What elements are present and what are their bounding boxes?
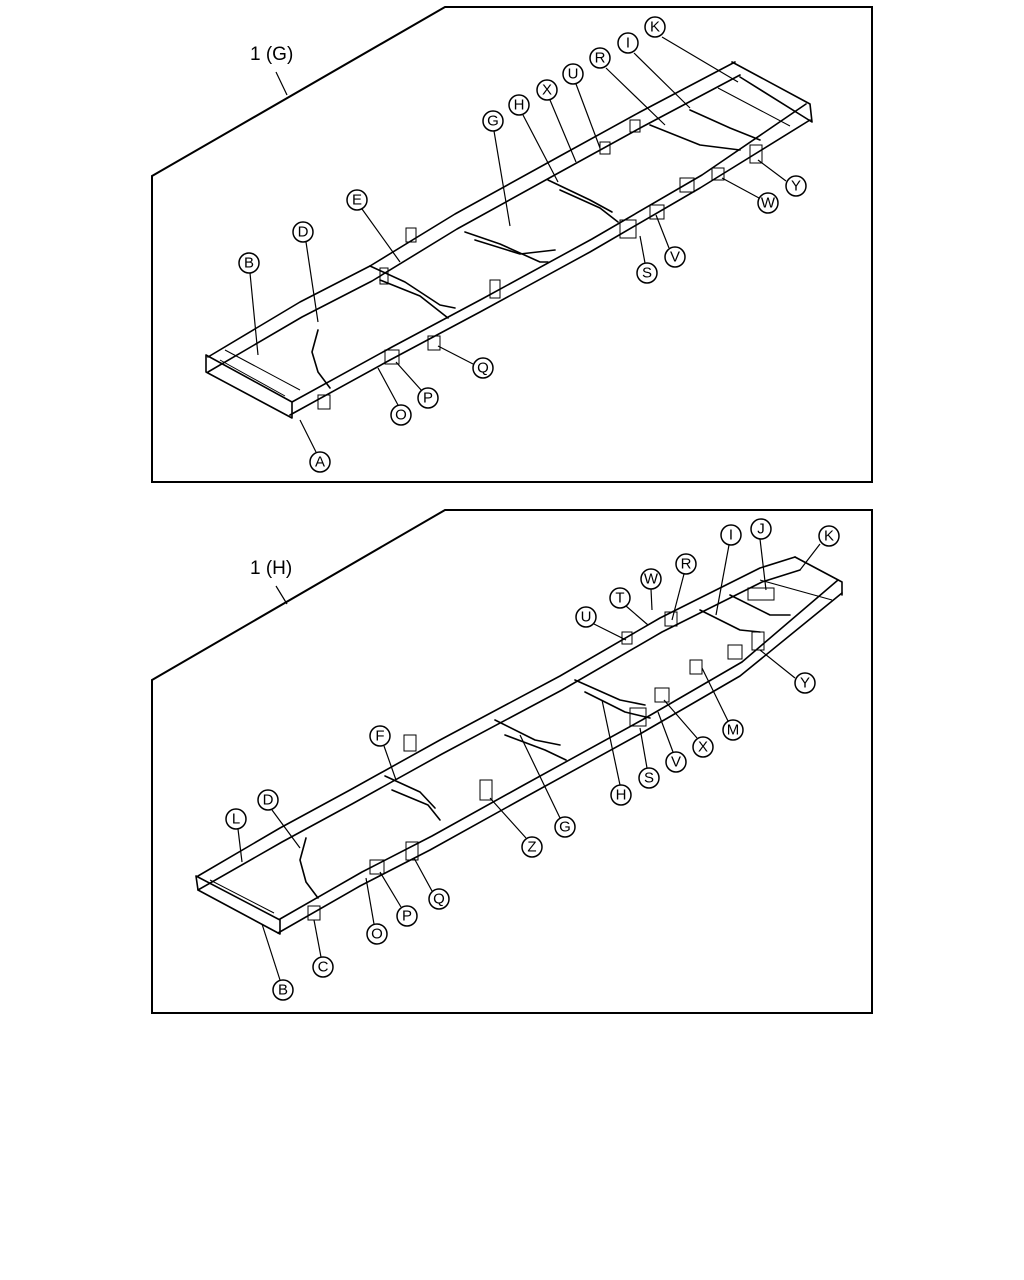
frame-drawing-g xyxy=(205,61,813,419)
callout-l: L xyxy=(225,808,247,863)
svg-text:O: O xyxy=(395,407,407,424)
callout-y: Y xyxy=(759,649,816,694)
svg-text:O: O xyxy=(371,926,383,943)
frame-drawing-h xyxy=(195,556,843,935)
callout-f: F xyxy=(369,725,397,781)
callout-s: S xyxy=(638,727,660,789)
svg-text:B: B xyxy=(244,255,254,272)
panel-h-label: 1 (H) xyxy=(250,558,292,579)
panel-g-frame xyxy=(151,6,873,483)
svg-text:I: I xyxy=(626,35,630,52)
svg-text:Y: Y xyxy=(791,178,801,195)
callout-g: G xyxy=(482,110,511,227)
svg-text:R: R xyxy=(595,50,606,67)
callout-y: Y xyxy=(757,159,807,197)
svg-text:Q: Q xyxy=(477,360,489,377)
callout-k: K xyxy=(799,525,840,571)
svg-text:W: W xyxy=(644,571,659,588)
svg-text:X: X xyxy=(542,82,552,99)
callout-q: Q xyxy=(413,857,450,910)
callout-z: Z xyxy=(489,797,543,858)
callout-i: I xyxy=(617,32,691,109)
callout-o: O xyxy=(377,367,412,426)
svg-text:A: A xyxy=(315,454,325,471)
svg-text:E: E xyxy=(352,192,362,209)
callout-r: R xyxy=(589,47,666,126)
svg-text:H: H xyxy=(616,787,627,804)
svg-text:Q: Q xyxy=(433,891,445,908)
svg-text:L: L xyxy=(232,811,240,828)
callout-v: V xyxy=(655,214,686,268)
svg-text:W: W xyxy=(761,195,776,212)
callout-d: D xyxy=(292,221,319,323)
svg-text:P: P xyxy=(423,390,433,407)
callout-e: E xyxy=(346,189,401,263)
svg-text:Z: Z xyxy=(527,839,536,856)
svg-text:R: R xyxy=(681,556,692,573)
svg-text:J: J xyxy=(757,521,765,538)
svg-text:D: D xyxy=(298,224,309,241)
svg-text:K: K xyxy=(650,19,660,36)
callout-h: H xyxy=(601,699,632,806)
svg-text:V: V xyxy=(670,249,680,266)
callout-i: I xyxy=(715,524,742,616)
callout-r: R xyxy=(671,553,697,621)
panel-g: 1 (G) xyxy=(151,6,873,483)
callout-m: M xyxy=(701,667,744,741)
panel-g-label: 1 (G) xyxy=(250,44,293,65)
callout-d: D xyxy=(257,789,301,849)
svg-text:U: U xyxy=(568,66,579,83)
svg-text:D: D xyxy=(263,792,274,809)
callout-x: X xyxy=(663,699,714,758)
svg-text:S: S xyxy=(642,265,652,282)
svg-text:T: T xyxy=(615,590,624,607)
callout-k: K xyxy=(644,16,739,83)
svg-text:P: P xyxy=(402,908,412,925)
panel-h-frame xyxy=(151,509,873,1014)
svg-text:I: I xyxy=(729,527,733,544)
svg-text:G: G xyxy=(559,819,571,836)
callout-w: W xyxy=(640,568,662,611)
callout-t: T xyxy=(609,587,649,626)
svg-text:V: V xyxy=(671,754,681,771)
callout-a: A xyxy=(299,419,331,473)
callout-b: B xyxy=(261,923,294,1001)
callout-u: U xyxy=(575,606,627,641)
svg-text:S: S xyxy=(644,770,654,787)
callout-u: U xyxy=(562,63,601,149)
callout-s: S xyxy=(636,235,658,284)
svg-text:Y: Y xyxy=(800,675,810,692)
svg-text:C: C xyxy=(318,959,329,976)
panel-h: 1 (H) xyxy=(151,509,873,1014)
svg-text:B: B xyxy=(278,982,288,999)
callout-w: W xyxy=(721,177,779,214)
svg-text:G: G xyxy=(487,113,499,130)
svg-text:K: K xyxy=(824,528,834,545)
callout-o: O xyxy=(365,877,388,945)
svg-text:M: M xyxy=(727,722,740,739)
callout-g: G xyxy=(519,734,576,838)
svg-text:X: X xyxy=(698,739,708,756)
svg-text:H: H xyxy=(514,97,525,114)
callout-j: J xyxy=(750,518,772,591)
callout-x: X xyxy=(536,79,577,163)
callout-v: V xyxy=(657,711,687,773)
callout-p: P xyxy=(395,361,439,409)
svg-text:F: F xyxy=(375,728,384,745)
callout-p: P xyxy=(379,871,418,927)
callout-q: Q xyxy=(437,345,494,379)
callout-h: H xyxy=(508,94,559,183)
svg-text:U: U xyxy=(581,609,592,626)
callout-b: B xyxy=(238,252,260,356)
callout-c: C xyxy=(312,919,334,978)
